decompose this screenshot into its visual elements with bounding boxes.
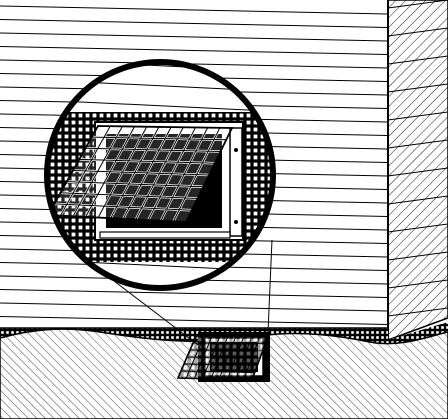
inset-screen-wire (85, 147, 221, 152)
inset-screen-wire (54, 203, 192, 211)
siding-board-line (0, 46, 389, 55)
inset-siding-line (47, 99, 273, 113)
inset-screen-wire (72, 170, 210, 176)
siding-board-line (0, 5, 389, 15)
corner-band-line (387, 139, 448, 149)
corner-band-line (387, 195, 448, 205)
corner-band-line (387, 0, 448, 9)
small-vent-wire (186, 356, 261, 359)
siding-board-line (0, 316, 389, 325)
foundation-vent (176, 332, 270, 382)
siding-board-line (0, 302, 389, 312)
small-vent-wire (180, 370, 255, 374)
corner-band-line (387, 27, 448, 37)
siding-board-line (0, 289, 389, 298)
inset-screen-wire (60, 192, 198, 199)
corner-band-line (387, 111, 448, 121)
detail-inset-circle (44, 59, 276, 291)
corner-band-line (387, 167, 448, 177)
inset-screen-wire (91, 136, 227, 141)
siding-board-line (0, 59, 389, 69)
corner-band-line (387, 307, 448, 317)
corner-band-line (387, 223, 448, 233)
corner-band-line (387, 279, 448, 289)
corner-wall (387, 0, 448, 342)
small-vent-wire (189, 349, 263, 352)
inset-screen-wire (66, 181, 204, 188)
corner-band-line (387, 251, 448, 261)
small-vent-wire (183, 363, 258, 366)
inset-screen-wire (79, 158, 215, 164)
siding-board-line (0, 32, 389, 42)
corner-band-line (387, 55, 448, 65)
siding-board-line (0, 19, 389, 28)
corner-band-line (387, 83, 448, 93)
